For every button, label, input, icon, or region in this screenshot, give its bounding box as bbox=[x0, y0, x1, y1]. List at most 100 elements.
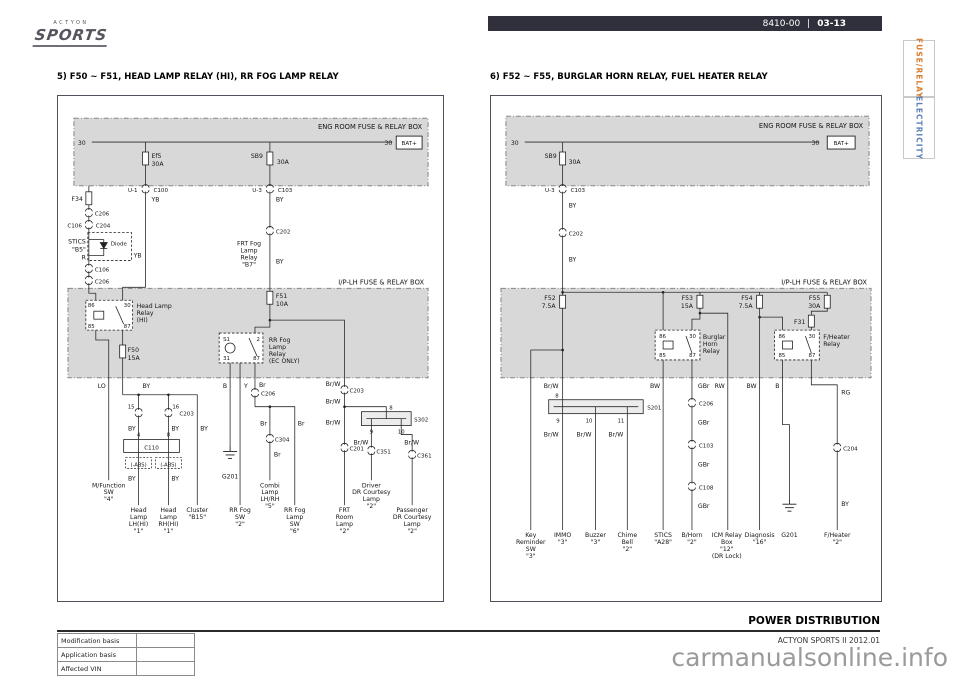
brand-logo-top-text: ACTYON bbox=[53, 20, 89, 26]
diagram-label: 87 bbox=[809, 353, 816, 359]
section-code: 8410-00 bbox=[762, 18, 801, 29]
diagram-label: C206 bbox=[95, 279, 110, 285]
diagram-label: C202 bbox=[569, 232, 584, 238]
diagram-label: YB bbox=[133, 252, 142, 259]
diagram-label: BY bbox=[841, 501, 849, 508]
diagram-label: C206 bbox=[261, 392, 276, 398]
diagram-label: BY bbox=[171, 475, 179, 482]
diagram-label: S201 bbox=[647, 406, 662, 412]
diagram-label: B bbox=[223, 383, 227, 390]
diagram-label: 30A bbox=[152, 161, 165, 168]
diagram-label: 10 bbox=[398, 430, 405, 436]
fuel-heater-relay-box bbox=[774, 329, 820, 361]
diagram-label: Br bbox=[260, 421, 267, 428]
diagram-label: BW bbox=[747, 383, 757, 390]
diagram-label: STICS bbox=[68, 239, 86, 246]
diagram-label: F52 bbox=[544, 295, 555, 302]
diagram-label: 30 bbox=[689, 334, 696, 340]
diagram-label: IMMO"3" bbox=[554, 532, 571, 546]
wires bbox=[524, 141, 838, 531]
diagram-label: G201 bbox=[781, 532, 798, 539]
diagram-label: Br bbox=[259, 382, 266, 389]
headlamp-rrfog-wiring-diagram: ENG ROOM FUSE & RELAY BOX3030BAT+Ef530AS… bbox=[67, 117, 432, 535]
diagram-label: C304 bbox=[275, 438, 290, 444]
diagram-label: B bbox=[775, 383, 779, 390]
diagram-label: BY bbox=[128, 475, 136, 482]
revision-row-label: Modification basis bbox=[57, 633, 137, 648]
battery-terminal-box bbox=[826, 135, 856, 150]
diagram-label: RG bbox=[841, 390, 850, 397]
header-code-bar: 8410-00 03-13 bbox=[488, 16, 882, 31]
diagram-label: C351 bbox=[376, 449, 391, 455]
diagram-label: 7.5A bbox=[739, 303, 754, 310]
diagram-label: Br/W bbox=[544, 432, 559, 439]
diagram-label: Diode bbox=[111, 242, 128, 248]
diagram-label: YB bbox=[151, 197, 160, 204]
diagram-label: BY bbox=[276, 197, 284, 204]
diagram-label: Buzzer"3" bbox=[585, 532, 606, 546]
diagram-label: C206 bbox=[95, 212, 110, 218]
diagram-label: 30 bbox=[511, 140, 519, 147]
diagram-label: LO bbox=[98, 383, 106, 390]
diagram-label: C203 bbox=[179, 412, 194, 418]
diagram-label: U-3 bbox=[252, 188, 262, 194]
diagram-label: BY bbox=[143, 383, 151, 390]
eng-room-fuse-box-zone bbox=[505, 115, 870, 187]
diagram-label: BY bbox=[276, 258, 284, 265]
diagram-label: "B5" bbox=[72, 247, 86, 254]
diagram-label: 16 bbox=[172, 405, 179, 411]
diagram-label: C361 bbox=[417, 453, 432, 459]
diagram-label: GBr bbox=[698, 461, 710, 468]
diagram-label: F/Heater"2" bbox=[824, 532, 851, 546]
brand-logo: ACTYON SPORTS bbox=[32, 20, 110, 47]
diagram-label: F51 bbox=[276, 293, 287, 300]
diagram-label: BY bbox=[569, 203, 577, 210]
diagram-label: 9 bbox=[370, 430, 374, 436]
diagram-label: 85 bbox=[88, 324, 95, 330]
diagram-label: Br/W bbox=[353, 439, 368, 446]
footer-model-info: ACTYON SPORTS II 2012.01 bbox=[777, 636, 880, 645]
diagram-label: (-ABS) bbox=[160, 462, 176, 468]
diagram-label: 15A bbox=[128, 355, 141, 362]
diagram-label: Br/W bbox=[326, 420, 341, 427]
diagram-label: GBr bbox=[698, 383, 710, 390]
diagram-label: C106 bbox=[67, 224, 82, 230]
diagram-label: Br bbox=[298, 421, 305, 428]
diagram-label: BAT+ bbox=[402, 141, 418, 147]
diagram-label: C202 bbox=[276, 230, 291, 236]
revision-row-value bbox=[136, 633, 195, 648]
diagram-label: Br/W bbox=[544, 383, 559, 390]
diagram-label: SB9 bbox=[251, 153, 263, 160]
diagram-label: 85 bbox=[779, 353, 786, 359]
diagram-label: Br/W bbox=[326, 399, 341, 406]
diagram-label: C110 bbox=[144, 445, 159, 451]
side-tab-fuse-relay[interactable]: FUSE/RELAY bbox=[903, 38, 935, 99]
diagram-label: 2 bbox=[257, 337, 260, 343]
diagram-label: 30 bbox=[384, 140, 392, 147]
revision-row-value bbox=[136, 647, 195, 662]
diagram-label: Br bbox=[274, 451, 281, 458]
diagram-label: C100 bbox=[154, 188, 169, 194]
diagram-label: Y bbox=[243, 383, 248, 390]
side-tab-electricity[interactable]: ELECTRICITY bbox=[903, 96, 935, 160]
diagram-label: 87 bbox=[124, 324, 131, 330]
diagram-label: F31 bbox=[794, 319, 805, 326]
diagram-label: BAT+ bbox=[834, 141, 850, 147]
diagram-label: 30 bbox=[809, 334, 816, 340]
diagram-label: 8 bbox=[389, 406, 393, 412]
revision-row-value bbox=[136, 661, 195, 676]
diagram-label: 31 bbox=[223, 356, 230, 362]
diagram-label: R bbox=[82, 254, 87, 261]
diagram-label: 30A bbox=[808, 303, 821, 310]
